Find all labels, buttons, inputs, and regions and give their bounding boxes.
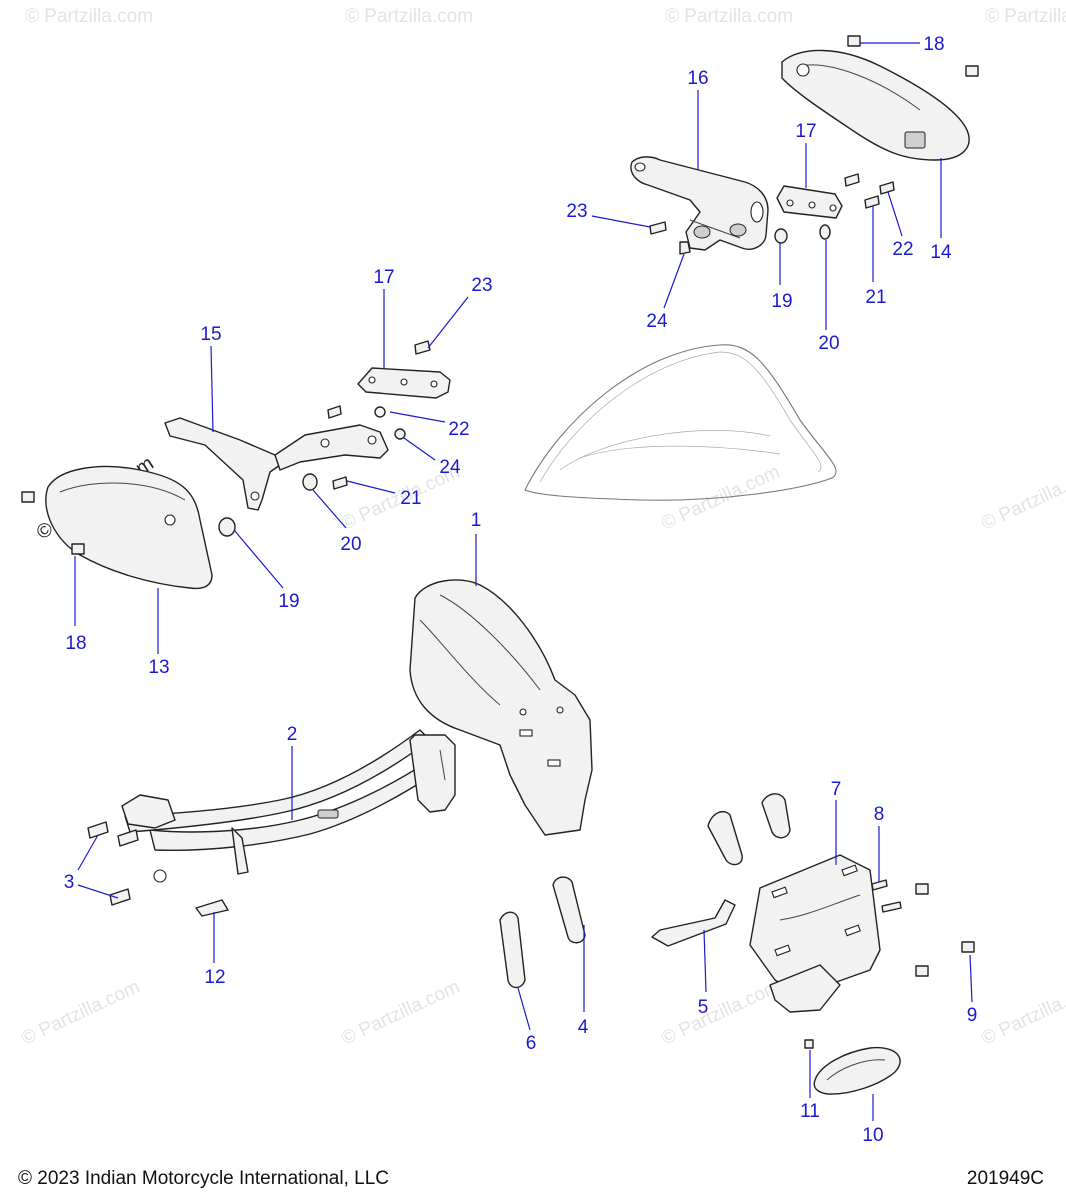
callout-22-left[interactable]: 22 <box>448 419 469 440</box>
callout-13[interactable]: 13 <box>148 657 169 678</box>
watermark-text: © Partzilla.com <box>985 6 1066 27</box>
callout-20-right[interactable]: 20 <box>818 333 839 354</box>
callout-3[interactable]: 3 <box>64 872 75 893</box>
watermark-text: © Partzilla.com <box>338 976 463 1049</box>
license-bracket-arm[interactable] <box>651 899 736 947</box>
watermark-text: © Partzilla.com <box>658 976 783 1049</box>
callout-10[interactable]: 10 <box>862 1125 883 1146</box>
callout-12[interactable]: 12 <box>204 967 225 988</box>
callout-labels: 1 2 3 4 5 6 7 8 9 10 11 12 13 14 15 16 1… <box>64 34 978 1146</box>
callout-17-left[interactable]: 17 <box>373 267 394 288</box>
hardware-license[interactable] <box>804 879 975 1049</box>
callout-20-left[interactable]: 20 <box>340 534 361 555</box>
license-plate-bracket[interactable] <box>749 854 881 1013</box>
callout-6[interactable]: 6 <box>526 1033 537 1054</box>
bracket-16[interactable] <box>630 156 769 251</box>
callout-19-right[interactable]: 19 <box>771 291 792 312</box>
callout-14[interactable]: 14 <box>930 242 952 263</box>
side-cover-left[interactable] <box>45 465 213 590</box>
callout-7[interactable]: 7 <box>831 779 842 800</box>
callout-9[interactable]: 9 <box>967 1005 978 1026</box>
hardware-left[interactable] <box>21 340 431 555</box>
windshield[interactable] <box>524 344 837 501</box>
plate-17-left[interactable] <box>357 367 451 399</box>
watermark-text: © Partzilla.com <box>18 976 143 1049</box>
callout-18-left[interactable]: 18 <box>65 633 86 654</box>
side-cover-right[interactable] <box>781 49 970 161</box>
hardware-right[interactable] <box>649 35 979 255</box>
rear-fender[interactable] <box>409 579 593 836</box>
callout-1[interactable]: 1 <box>471 510 482 531</box>
callout-5[interactable]: 5 <box>698 997 709 1018</box>
callout-11[interactable]: 11 <box>800 1101 820 1122</box>
leader-lines <box>74 42 973 1121</box>
callout-4[interactable]: 4 <box>578 1017 589 1038</box>
callout-21-right[interactable]: 21 <box>865 287 886 308</box>
drawing-number: 201949C <box>966 1168 1044 1189</box>
callout-18-right[interactable]: 18 <box>923 34 944 55</box>
callout-2[interactable]: 2 <box>287 724 298 745</box>
watermark-text: © Partzilla.com <box>978 461 1066 534</box>
callout-15[interactable]: 15 <box>200 324 221 345</box>
reflector-assemblies[interactable] <box>499 793 901 1095</box>
watermark-text: © Partzilla.com <box>25 6 153 27</box>
copyright-notice: © 2023 Indian Motorcycle International, … <box>18 1168 389 1189</box>
watermark-text: © Partzilla.com <box>665 6 793 27</box>
callout-22-right[interactable]: 22 <box>892 239 913 260</box>
callout-23-left[interactable]: 23 <box>471 275 492 296</box>
plate-17-right[interactable] <box>776 185 843 219</box>
callout-16[interactable]: 16 <box>687 68 708 89</box>
callout-23-right[interactable]: 23 <box>566 201 587 222</box>
hardware-subframe[interactable] <box>87 821 229 917</box>
callout-24-right[interactable]: 24 <box>646 311 668 332</box>
callout-21-left[interactable]: 21 <box>400 488 421 509</box>
callout-19-left[interactable]: 19 <box>278 591 299 612</box>
watermark-text: © Partzilla.com <box>978 976 1066 1049</box>
callout-8[interactable]: 8 <box>874 804 885 825</box>
watermark-text: © Partzilla.com <box>345 6 473 27</box>
callout-24-left[interactable]: 24 <box>439 457 461 478</box>
bracket-15[interactable] <box>164 417 389 511</box>
callout-17-right[interactable]: 17 <box>795 121 816 142</box>
rear-subframe[interactable] <box>121 729 456 883</box>
